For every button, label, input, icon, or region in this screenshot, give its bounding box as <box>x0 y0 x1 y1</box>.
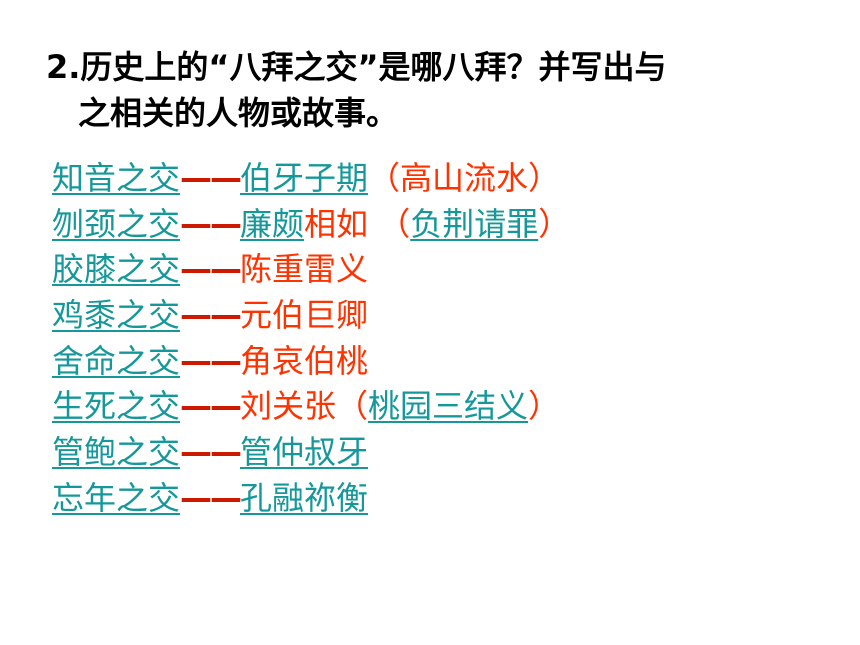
answer-link[interactable]: 伯牙子期 <box>240 159 369 197</box>
answer-row: 忘年之交——孔融祢衡 <box>52 476 842 522</box>
term-link[interactable]: 刎颈之交 <box>52 204 181 243</box>
term-link[interactable]: 管鲍之交 <box>52 433 181 472</box>
term-link[interactable]: 生死之交 <box>52 387 181 426</box>
answer-text: ） <box>528 387 561 426</box>
em-dash-separator: —— <box>180 478 242 517</box>
term-link[interactable]: 知音之交 <box>52 159 181 197</box>
em-dash-separator: —— <box>180 204 242 243</box>
answer-link[interactable]: 孔融祢衡 <box>240 478 369 517</box>
question-line-1: 历史上的“八拜之交”是哪八拜？并写出与 <box>80 48 667 86</box>
answer-row: 舍命之交——角哀伯桃 <box>52 339 842 385</box>
answer-row: 胶膝之交——陈重雷义 <box>52 247 842 293</box>
em-dash-separator: —— <box>180 250 242 289</box>
answer-row: 鸡黍之交——元伯巨卿 <box>52 293 842 339</box>
answer-text: 相如 （ <box>304 204 411 243</box>
answer-text: （高山流水） <box>368 159 561 197</box>
answer-text: 角哀伯桃 <box>240 341 369 380</box>
answer-text: 陈重雷义 <box>240 250 369 289</box>
answer-row: 管鲍之交——管仲叔牙 <box>52 430 842 476</box>
em-dash-separator: —— <box>180 387 242 426</box>
term-link[interactable]: 舍命之交 <box>52 341 181 380</box>
term-link[interactable]: 鸡黍之交 <box>52 296 181 335</box>
answer-link[interactable]: 廉颇 <box>240 204 305 243</box>
em-dash-separator: —— <box>180 433 242 472</box>
answer-text: 元伯巨卿 <box>240 296 369 335</box>
answer-text: ） <box>538 204 571 243</box>
term-link[interactable]: 胶膝之交 <box>52 250 181 289</box>
answer-link[interactable]: 桃园三结义 <box>368 387 529 426</box>
em-dash-separator: —— <box>180 296 242 335</box>
answer-row: 知音之交——伯牙子期（高山流水） <box>52 156 842 202</box>
answer-row: 刎颈之交——廉颇相如 （负荆请罪） <box>52 202 842 248</box>
answer-row: 生死之交——刘关张（桃园三结义） <box>52 384 842 430</box>
answer-link[interactable]: 管仲叔牙 <box>240 433 369 472</box>
question-number: 2. <box>46 48 81 86</box>
answer-list: 知音之交——伯牙子期（高山流水）刎颈之交——廉颇相如 （负荆请罪）胶膝之交——陈… <box>52 156 842 522</box>
em-dash-separator: —— <box>180 341 242 380</box>
em-dash-separator: —— <box>180 159 242 197</box>
answer-text: 刘关张（ <box>240 387 369 426</box>
term-link[interactable]: 忘年之交 <box>52 478 181 517</box>
question-line-2: 之相关的人物或故事。 <box>78 94 399 132</box>
answer-link[interactable]: 负荆请罪 <box>410 204 539 243</box>
question-text: 2.历史上的“八拜之交”是哪八拜？并写出与 之相关的人物或故事。 <box>46 44 836 136</box>
